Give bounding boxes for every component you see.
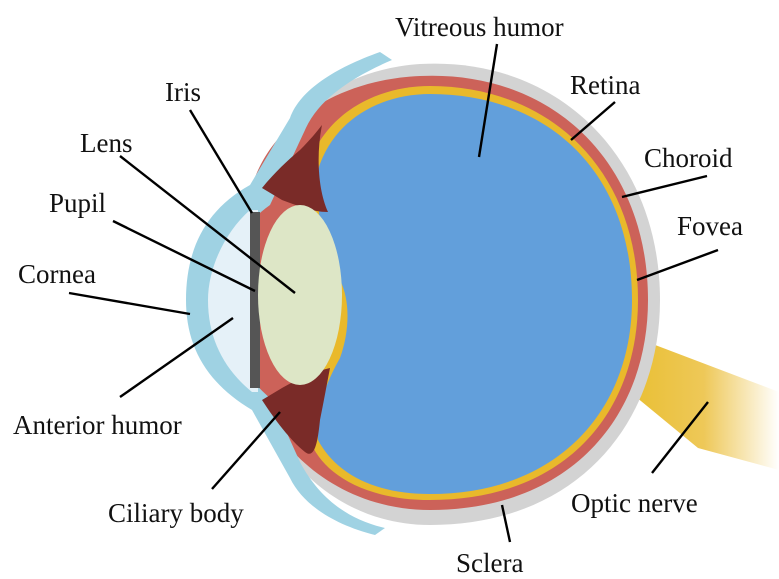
cornea-leader: [69, 293, 190, 314]
label-anterior-humor: Anterior humor: [13, 410, 182, 440]
label-ciliary-body: Ciliary body: [108, 498, 244, 528]
label-vitreous-humor: Vitreous humor: [395, 12, 564, 42]
label-pupil: Pupil: [49, 188, 106, 218]
lens: [258, 205, 342, 385]
label-cornea: Cornea: [18, 259, 96, 289]
label-retina: Retina: [570, 70, 640, 100]
label-fovea: Fovea: [677, 211, 743, 241]
label-choroid: Choroid: [644, 143, 733, 173]
ciliary-body-leader: [212, 412, 280, 489]
iris-leader: [190, 110, 252, 213]
label-sclera: Sclera: [456, 548, 523, 578]
label-iris: Iris: [165, 77, 201, 107]
label-optic-nerve: Optic nerve: [571, 488, 698, 518]
label-lens: Lens: [80, 128, 132, 158]
